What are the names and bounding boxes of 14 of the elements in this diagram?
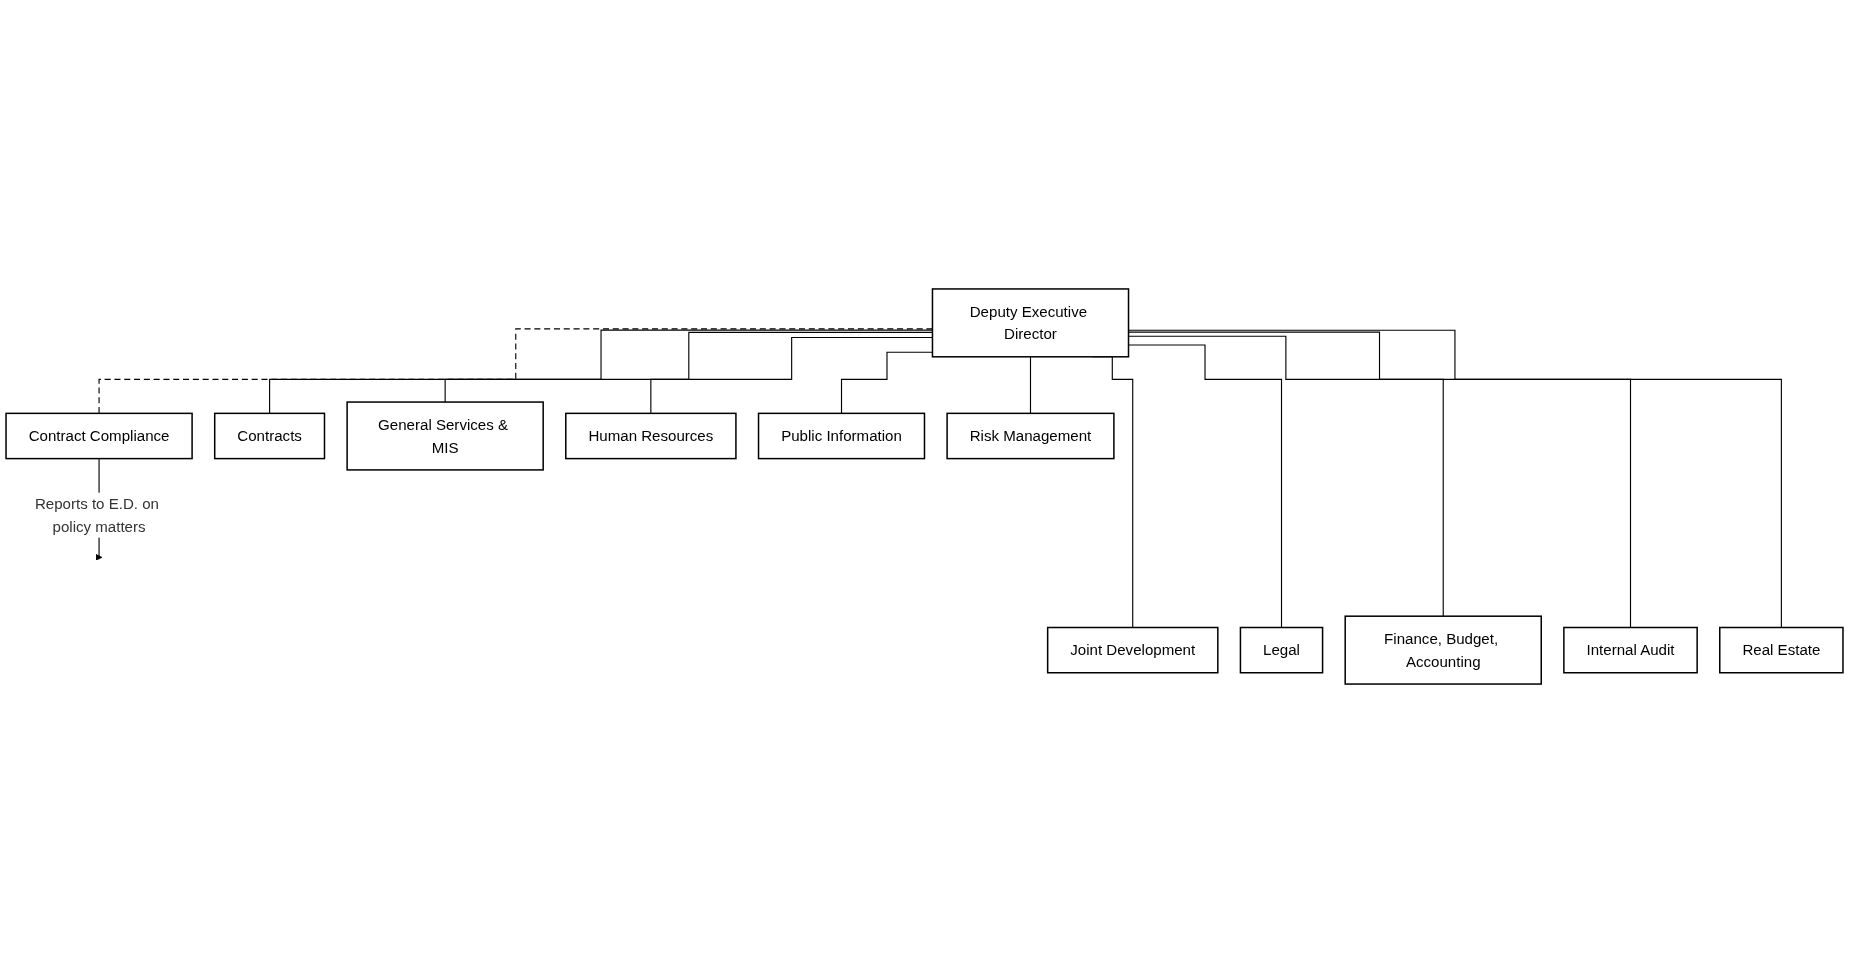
node-box: Contract Compliance bbox=[5, 412, 193, 460]
node-box: Contracts bbox=[213, 412, 326, 460]
edge-label: Reports to E.D. on policy matters bbox=[34, 495, 159, 535]
node-box: Joint Development bbox=[1046, 626, 1219, 674]
connector bbox=[1029, 356, 1032, 414]
node-box: Finance, Budget, Accounting bbox=[1344, 615, 1542, 685]
node-box: Deputy Executive Director bbox=[931, 288, 1130, 358]
node-box: Human Resources bbox=[565, 412, 737, 460]
node-box: Real Estate bbox=[1719, 626, 1844, 674]
node-box: Public Information bbox=[757, 412, 926, 460]
node-box: Internal Audit bbox=[1563, 626, 1698, 674]
node-box: Legal bbox=[1239, 626, 1324, 674]
node-box: General Services & MIS bbox=[346, 401, 544, 471]
node-box: Risk Management bbox=[946, 412, 1115, 460]
